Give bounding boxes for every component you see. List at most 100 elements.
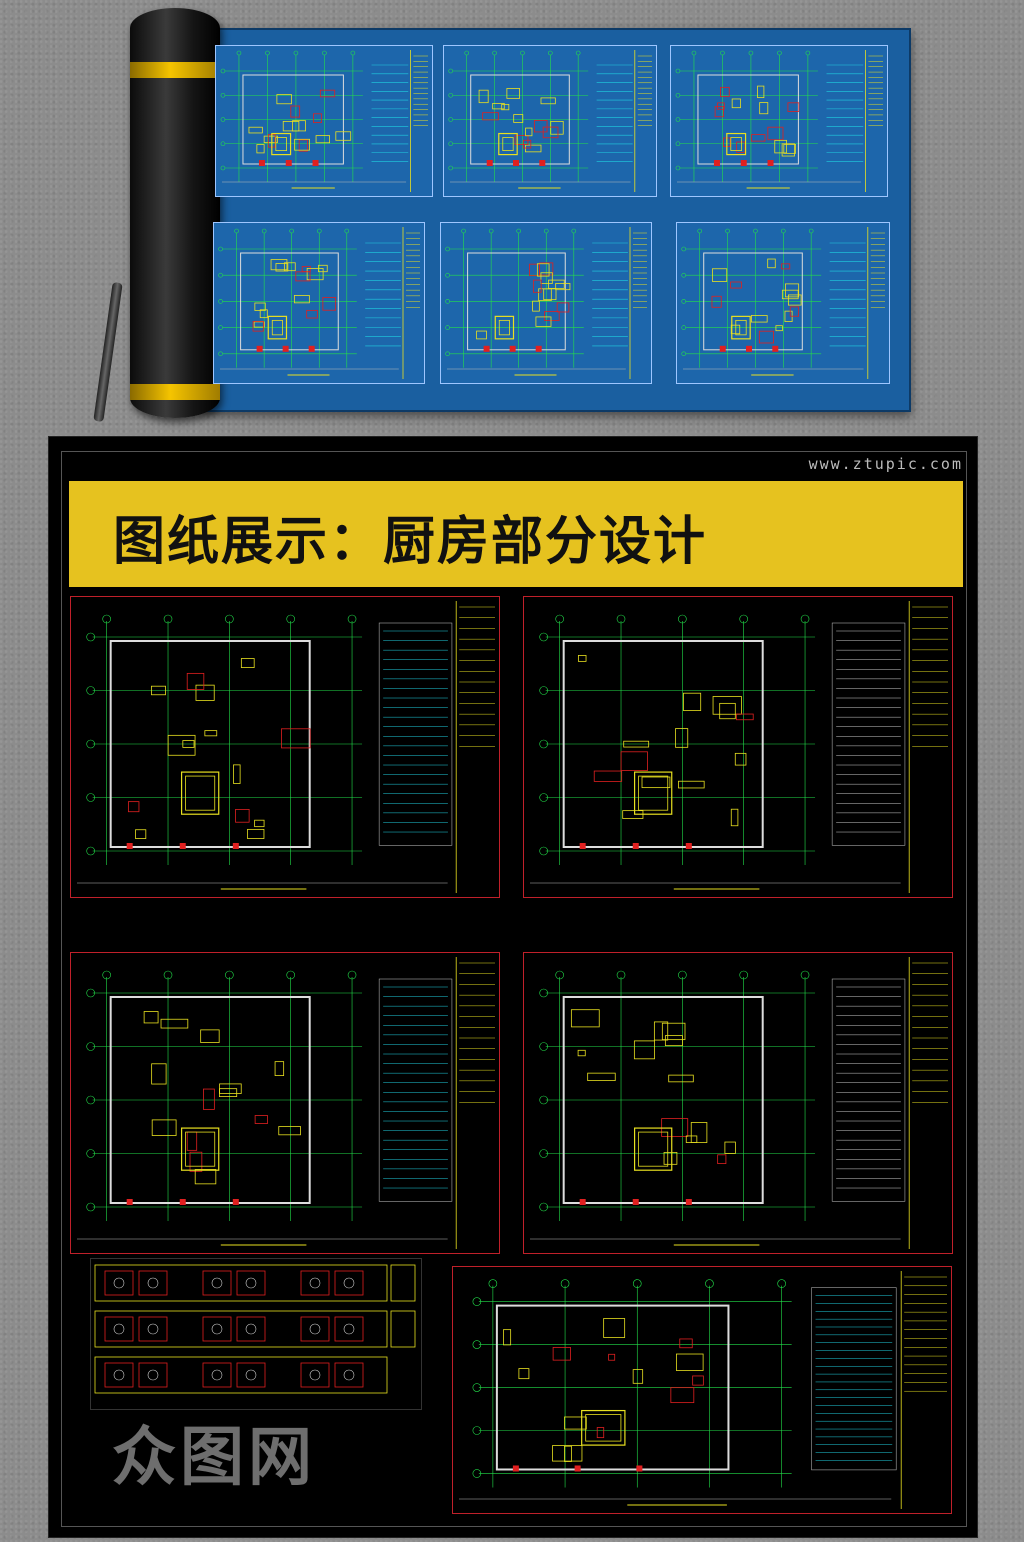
cad-line	[218, 272, 223, 278]
cad-line	[540, 97, 556, 105]
cad-line	[697, 228, 703, 234]
cad-line	[256, 144, 265, 154]
cad-line	[542, 126, 559, 139]
cad-line	[202, 1270, 232, 1296]
title-banner: 图纸展示：厨房部分设计	[69, 481, 963, 587]
cad-line	[151, 1119, 177, 1136]
cad-line	[548, 279, 565, 289]
cad-line	[564, 1416, 587, 1430]
cad-line	[717, 1154, 727, 1165]
cad-line	[309, 1277, 321, 1289]
cad-line	[539, 988, 548, 998]
cad-line	[300, 1362, 330, 1388]
cad-line	[681, 246, 687, 252]
cad-line	[638, 1131, 669, 1167]
cad-line	[445, 246, 450, 252]
cad-line	[533, 120, 548, 133]
cad-line	[492, 102, 505, 110]
cad-line	[318, 264, 328, 273]
cad-line	[739, 614, 748, 624]
pen-icon	[93, 281, 123, 423]
cad-line	[204, 730, 218, 737]
cad-line	[472, 1340, 482, 1349]
cad-line	[448, 165, 454, 171]
poster-sheet	[215, 45, 433, 197]
cad-line	[301, 266, 311, 272]
site-url[interactable]: www.ztupic.com	[808, 455, 963, 473]
cad-line	[831, 978, 906, 1202]
cad-line	[271, 132, 292, 156]
cad-line	[539, 1095, 548, 1105]
cad-line	[242, 74, 344, 165]
cad-line	[315, 135, 330, 144]
cad-line	[678, 614, 687, 624]
cad-line	[179, 843, 186, 849]
cad-line	[245, 1323, 257, 1335]
cad-line	[138, 1362, 168, 1388]
cad-line	[189, 1151, 203, 1172]
cad-line	[448, 92, 454, 98]
cad-line	[306, 309, 318, 319]
cad-line	[789, 306, 800, 317]
cad-line	[147, 1369, 159, 1381]
cad-line	[347, 970, 357, 980]
cad-line	[787, 294, 802, 306]
cad-line	[781, 228, 786, 234]
cad-line	[445, 325, 450, 330]
cad-line	[552, 1445, 583, 1462]
cad-line	[259, 309, 268, 319]
cad-line	[555, 614, 564, 624]
cad-line	[185, 775, 216, 811]
cad-line	[641, 776, 671, 789]
cad-line	[653, 1021, 669, 1041]
cad-line	[163, 970, 173, 980]
cad-line	[220, 165, 226, 171]
cad-line	[150, 685, 166, 696]
cad-line	[138, 1316, 168, 1342]
cad-line	[675, 141, 681, 147]
cad-line	[777, 50, 782, 56]
cad-line	[254, 1115, 268, 1124]
cad-line	[678, 780, 705, 789]
cad-drawing	[523, 952, 953, 1254]
cad-line	[309, 1323, 321, 1335]
cad-line	[683, 692, 702, 711]
cad-line	[448, 68, 454, 74]
cad-line	[539, 739, 548, 749]
cad-line	[513, 114, 524, 123]
cad-line	[638, 775, 669, 811]
cad-line	[668, 1074, 694, 1083]
cad-line	[472, 1469, 482, 1478]
cad-line	[135, 829, 147, 839]
cad-line	[543, 228, 549, 234]
cad-line	[811, 1287, 897, 1471]
cad-line	[298, 139, 308, 152]
cad-line	[104, 1316, 134, 1342]
cad-line	[200, 1029, 220, 1043]
cad-line	[697, 74, 799, 165]
cad-line	[319, 89, 336, 98]
cad-line	[180, 771, 220, 815]
cad-line	[730, 808, 739, 827]
cad-line	[334, 1316, 364, 1342]
cad-line	[343, 1277, 355, 1289]
cad-line	[539, 632, 548, 642]
cad-line	[245, 1369, 257, 1381]
cad-line	[831, 622, 906, 846]
cad-line	[539, 1149, 548, 1158]
cad-line	[767, 126, 784, 141]
cad-line	[675, 92, 681, 98]
cad-line	[195, 684, 215, 701]
rolled-paper-icon	[130, 8, 220, 418]
cad-line	[539, 686, 548, 695]
cad-line	[334, 1362, 364, 1388]
cad-line	[248, 126, 263, 134]
cad-line	[94, 1310, 388, 1348]
cad-line	[675, 117, 681, 122]
cad-line	[552, 1346, 571, 1361]
cad-line	[800, 970, 810, 980]
cad-line	[86, 793, 95, 802]
cad-line	[104, 1270, 134, 1296]
cad-line	[712, 268, 728, 282]
cad-line	[800, 614, 810, 624]
